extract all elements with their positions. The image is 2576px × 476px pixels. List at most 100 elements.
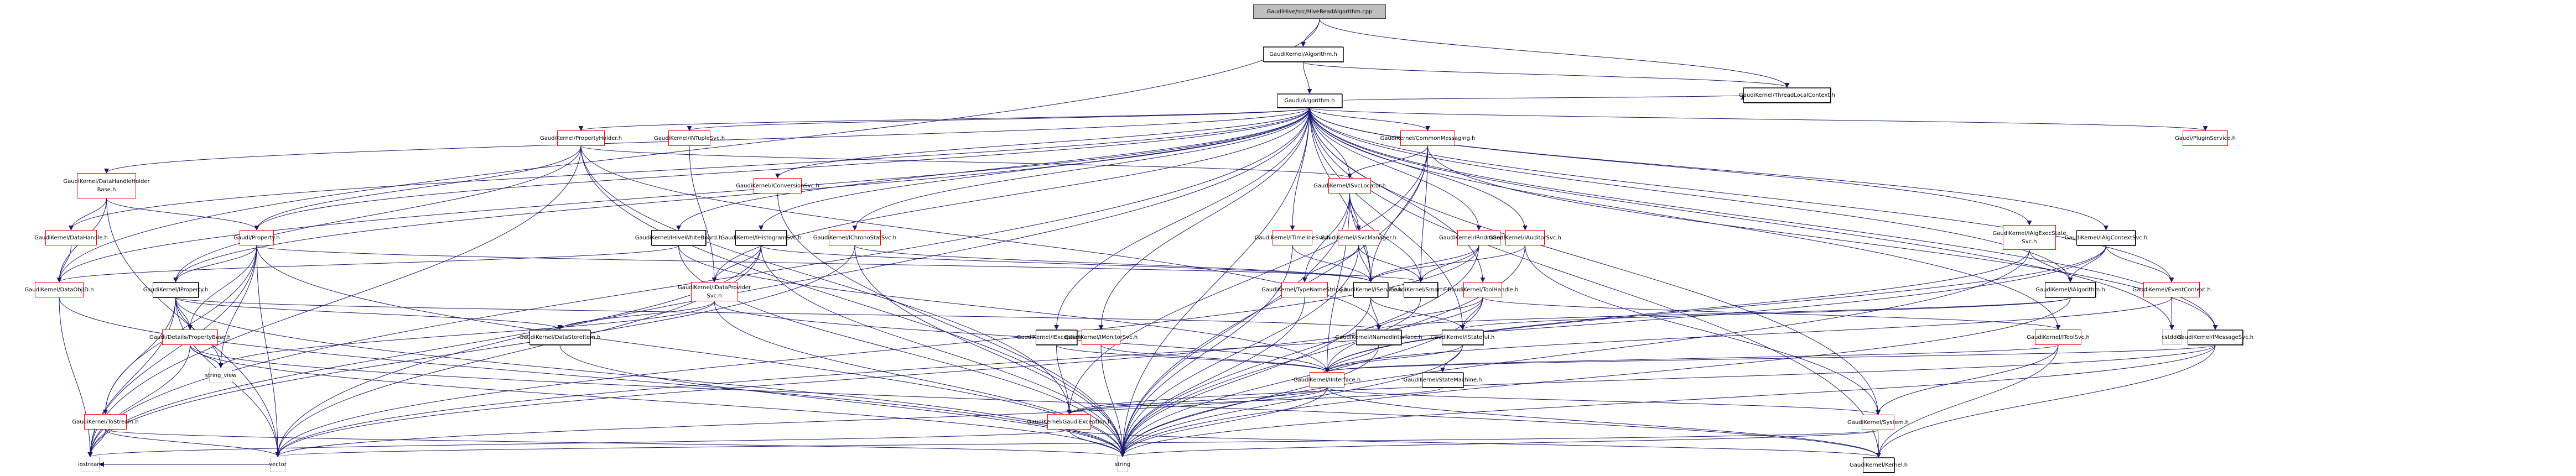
node-iservice-h[interactable]: GaudiKernel/IService.h — [1339, 282, 1402, 297]
edge-ialgcontextsvc_h-to-ialgorithm_h — [2068, 245, 2106, 283]
node-isvcmanager-h[interactable]: GaudiKernel/ISvcManager.h — [1321, 230, 1396, 245]
edge-gaudi_algorithm_h-to-kernel_h — [1309, 107, 1881, 458]
edge-irndmgensvc_h-to-iservice_h — [1368, 245, 1479, 283]
node-irndmgensvc-h[interactable]: GaudiKernel/IRndmGenSvc.h — [1439, 230, 1519, 245]
edge-iproperty_h-to-tostream_h — [103, 297, 176, 415]
edge-irndmgensvc_h-to-vector — [275, 245, 1479, 457]
edge-commonmessaging_h-to-smartif_h — [1418, 145, 1428, 283]
edge-gaudiexception_h-to-kernel_h — [1069, 429, 1881, 458]
edge-imessagesvc_h-to-gaudiexception_h — [1067, 344, 2216, 415]
edge-gaudi_algorithm_h-to-eventcontext_h — [1309, 107, 2174, 283]
node-tostream-h[interactable]: GaudiKernel/ToStream.h — [72, 414, 139, 430]
node-propertyholder-h[interactable]: GaudiKernel/PropertyHolder.h — [540, 130, 622, 146]
edge-isvclocator_h-to-typenamestring_h — [1302, 193, 1350, 283]
node-typenamestring-h[interactable]: GaudiKernel/TypeNameString.h — [1261, 282, 1348, 297]
edge-propertyholder_h-to-inamedinterface_h — [580, 145, 1382, 330]
edge-commonmessaging_h-to-gaudiexception_h — [1067, 145, 1428, 415]
node-dataobjid-h[interactable]: GaudiKernel/DataObjID.h — [24, 282, 94, 297]
node-commonmessaging-h[interactable]: GaudiKernel/CommonMessaging.h — [1380, 130, 1475, 146]
node-itoolsvc-h[interactable]: GaudiKernel/IToolSvc.h — [2027, 329, 2090, 345]
edge-gaudi_algorithm_h-to-cstddef — [1309, 107, 2174, 330]
node-threadlocalcontext-h[interactable]: GaudiKernel/ThreadLocalContext.h — [1739, 87, 1835, 103]
edge-idataprovidersvc_h-to-iinterface_h — [714, 301, 1329, 373]
edge-propertyholder_h-to-gaudiexception_h — [580, 145, 1072, 415]
node-property-h[interactable]: Gaudi/Property.h — [233, 230, 280, 245]
edge-idataprovidersvc_h-to-datastoreitem_h — [557, 301, 715, 330]
edge-ialgcontextsvc_h-to-eventcontext_h — [2106, 245, 2174, 283]
edge-gaudi_algorithm_h-to-propertyholder_h — [579, 107, 1310, 131]
node-string[interactable]: string — [1115, 457, 1130, 472]
node-iauditorsvc-h[interactable]: GaudiKernel/IAuditorSvc.h — [1489, 230, 1561, 245]
node-system-h[interactable]: GaudiKernel/System.h — [1847, 415, 1909, 430]
node-iproperty-h[interactable]: GaudiKernel/IProperty.h — [143, 282, 208, 297]
node-inamedinterface-h[interactable]: GaudiKernel/INamedInterface.h — [1335, 329, 1422, 345]
node-kernel-h[interactable]: GaudiKernel/Kernel.h — [1850, 457, 1908, 473]
edge-propertyholder_h-to-isvclocator_h — [580, 145, 1352, 179]
node-pluginservice-h[interactable]: Gaudi/PluginService.h — [2175, 130, 2236, 146]
node-vector[interactable]: vector — [269, 457, 287, 472]
node-string-view[interactable]: string_view — [205, 368, 236, 383]
node-ialgexecstatesvc-h[interactable]: GaudiKernel/IAlgExecState Svc.h — [1992, 225, 2066, 250]
edge-propertybase_h-to-string — [190, 344, 1125, 457]
edge-ihivewhiteboard_h-to-dataobjid_h — [56, 245, 679, 283]
edge-gaudi_algorithm_h-to-string — [1120, 107, 1310, 457]
node-statemachine-h[interactable]: GaudiKernel/StateMachine.h — [1404, 372, 1482, 388]
edge-toolhandle_h-to-vector — [275, 297, 1483, 457]
node-iostream[interactable]: iostream — [78, 457, 102, 472]
node-ihistogramsvc-h[interactable]: GaudiKernel/IHistogramSvc.h — [720, 230, 802, 245]
edge-ialgexecstatesvc_h-to-string — [1120, 249, 2030, 457]
node-intuplesvc-h[interactable]: GaudiKernel/INTupleSvc.h — [654, 130, 725, 146]
edge-ichronostatsvc_h-to-iostream — [87, 245, 855, 457]
node-iinterface-h[interactable]: GaudiKernel/IInterface.h — [1294, 372, 1360, 388]
node-datastoreitem-h[interactable]: GaudiKernel/DataStoreItem.h — [520, 329, 600, 345]
edge-iinterface_h-to-system_h — [1327, 387, 1881, 415]
node-datahandle-h[interactable]: GaudiKernel/DataHandle.h — [34, 230, 108, 245]
edge-tostream_h-to-string — [105, 429, 1125, 457]
node-istateful-h[interactable]: GaudiKernel/IStateful.h — [1431, 329, 1494, 345]
edge-dataobjid_h-to-iostream — [59, 297, 93, 457]
edge-root-to-threadlocalcontext_h — [1319, 18, 1790, 88]
edge-ihistogramsvc_h-to-idataprovidersvc_h — [711, 245, 761, 283]
node-ihivewhiteboard-h[interactable]: GaudiKernel/IHiveWhiteBoard.h — [635, 230, 722, 245]
edge-iproperty_h-to-iostream — [87, 297, 176, 457]
edge-tostream_h-to-iostream — [87, 429, 106, 457]
edge-gaudi_algorithm_h-to-commonmessaging_h — [1309, 107, 1430, 131]
edge-datahandleholderbase_h-to-property_h — [106, 198, 259, 231]
node-ialgcontextsvc-h[interactable]: GaudiKernel/IAlgContextSvc.h — [2065, 230, 2147, 245]
edge-tostream_h-to-vector — [105, 429, 281, 457]
node-itimelinesvc-h[interactable]: GaudiKernel/ITimelineSvc.h — [1255, 230, 1330, 245]
node-cstddef[interactable]: cstddef — [2162, 329, 2182, 345]
edge-toolhandle_h-to-inamedinterface_h — [1376, 297, 1483, 330]
edge-propertyholder_h-to-iproperty_h — [173, 145, 581, 283]
edge-gaudi_algorithm_h-to-ihivewhiteboard_h — [676, 107, 1310, 231]
node-eventcontext-h[interactable]: GaudiKernel/EventContext.h — [2132, 282, 2211, 297]
edge-isvcmanager_h-to-typenamestring_h — [1302, 245, 1359, 283]
node-iexceptionsvc-h[interactable]: GaudiKernel/IExceptionSvc.h — [1017, 329, 1096, 345]
edge-itoolsvc_h-to-system_h — [1876, 344, 2059, 415]
node-datahandleholderbase-h[interactable]: GaudiKernel/DataHandleHolder Base.h — [63, 173, 150, 198]
node-smartif-h[interactable]: GaudiKernel/SmartIF.h — [1390, 282, 1452, 297]
edge-typenamestring_h-to-string — [1120, 297, 1305, 457]
edge-toolhandle_h-to-istateful_h — [1460, 297, 1483, 330]
edge-ichronostatsvc_h-to-string — [854, 245, 1125, 457]
node-imessagesvc-h[interactable]: GaudiKernel/IMessageSvc.h — [2177, 329, 2253, 345]
node-gaudiexception-h[interactable]: GaudiKernel/GaudiException.h — [1027, 414, 1112, 430]
edge-property_h-to-iproperty_h — [173, 245, 257, 283]
edge-isvcmanager_h-to-smartif_h — [1358, 245, 1424, 283]
node-toolhandle-h[interactable]: GaudiKernel/ToolHandle.h — [1447, 282, 1518, 297]
node-ichronostatsvc-h[interactable]: GaudiKernel/IChronoStatSvc.h — [813, 230, 896, 245]
node-gaudi-algorithm-h[interactable]: Gaudi/Algorithm.h — [1277, 93, 1342, 108]
node-ialgorithm-h[interactable]: GaudiKernel/IAlgorithm.h — [2035, 282, 2105, 297]
node-idataprovidersvc-h[interactable]: GaudiKernel/IDataProvider Svc.h — [678, 282, 751, 301]
edge-isvcmanager_h-to-string — [1120, 245, 1359, 457]
node-algorithm-h[interactable]: GaudiKernel/Algorithm.h — [1263, 46, 1343, 62]
edge-gaudi_algorithm_h-to-intuplesvc_h — [687, 107, 1310, 131]
edge-idataprovidersvc_h-to-string_view — [218, 301, 715, 368]
edge-ialgorithm_h-to-inamedinterface_h — [1376, 297, 2071, 330]
node-iconversionsvc-h[interactable]: GaudiKernel/IConversionSvc.h — [736, 178, 819, 193]
node-hivereadalgorithm-cpp[interactable]: GaudiHive/src/HiveReadAlgorithm.cpp — [1253, 4, 1386, 19]
node-isvclocator-h[interactable]: GaudiKernel/ISvcLocator.h — [1313, 178, 1386, 193]
node-propertybase-h[interactable]: Gaudi/Details/PropertyBase.h — [149, 329, 231, 345]
node-imonitorsvc-h[interactable]: GaudiKernel/IMonitorSvc.h — [1064, 329, 1138, 345]
